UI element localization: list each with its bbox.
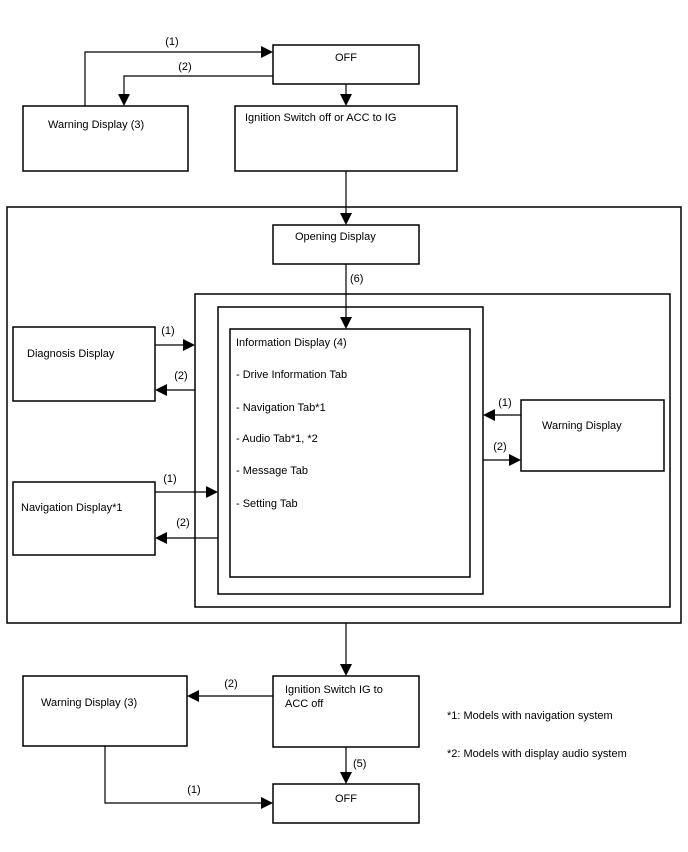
ignition-on-label: Ignition Switch off or ACC to IG [245, 112, 396, 124]
top-arrow-2-head [118, 94, 130, 106]
diag-arrow-2-head [155, 384, 167, 396]
ignition-off-label-line1: Ignition Switch IG to [285, 684, 383, 696]
warning-top-label: Warning Display (3) [48, 119, 144, 131]
info-item-drive: - Drive Information Tab [236, 369, 347, 381]
info-item-message: - Message Tab [236, 465, 308, 477]
diag-arrow-1-head [183, 339, 195, 351]
info-item-navigation: - Navigation Tab*1 [236, 402, 326, 414]
ignition-to-opening-head [340, 213, 352, 225]
ignition-off-label-line2: ACC off [285, 698, 324, 710]
frame-to-ignition-off-head [340, 664, 352, 676]
top-arrow-1-line [84, 51, 262, 106]
bottom-arrow-2-label: (2) [224, 678, 237, 690]
nav-arrow-2-head [155, 532, 167, 544]
navigation-box [12, 481, 156, 556]
top-arrow-2-label: (2) [178, 61, 191, 73]
nav-arrow-2-label: (2) [176, 517, 189, 529]
top-arrow-1-label: (1) [165, 36, 178, 48]
off-top-label: OFF [335, 52, 357, 64]
diag-arrow-2-label: (2) [174, 370, 187, 382]
ignition-off-to-off-head [340, 772, 352, 784]
note-navigation-system: *1: Models with navigation system [447, 710, 613, 722]
top-arrow-1-head [261, 46, 273, 58]
navigation-label: Navigation Display*1 [21, 502, 123, 514]
main-mode-frame [6, 206, 682, 624]
diag-arrow-1-label: (1) [161, 325, 174, 337]
middle-info-frame [217, 306, 484, 595]
info-item-setting: - Setting Tab [236, 498, 298, 510]
nav-arrow-1-label: (1) [163, 473, 176, 485]
top-arrow-2-line [123, 75, 273, 95]
warning-bottom-label: Warning Display (3) [41, 697, 137, 709]
five-label: (5) [353, 758, 366, 770]
nav-arrow-1-head [206, 486, 218, 498]
diagnosis-label: Diagnosis Display [27, 348, 115, 360]
opening-label: Opening Display [295, 231, 376, 243]
warning-bottom-box [22, 675, 188, 747]
outer-info-frame [194, 293, 671, 608]
info-item-audio: - Audio Tab*1, *2 [236, 433, 318, 445]
diagnosis-box [12, 326, 156, 402]
note-display-audio-system: *2: Models with display audio system [447, 748, 627, 760]
warn-arrow-1-label: (1) [498, 397, 511, 409]
warning-top-box [22, 105, 189, 172]
info-title: Information Display (4) [236, 337, 347, 349]
opening-to-info-head [340, 317, 352, 329]
off-to-ignition-head [340, 94, 352, 106]
off-bottom-box [272, 783, 420, 824]
off-top-box [272, 44, 420, 85]
warn-arrow-2-label: (2) [493, 441, 506, 453]
ignition-off-box [272, 675, 420, 748]
ignition-on-box [234, 105, 458, 172]
bottom-arrow-2-head [187, 690, 199, 702]
off-bottom-label: OFF [335, 793, 357, 805]
bottom-arrow-1-line [104, 746, 262, 804]
warning-right-label: Warning Display [542, 420, 622, 432]
bottom-arrow-1-label: (1) [187, 784, 200, 796]
warning-right-box [520, 399, 665, 472]
warn-arrow-1-head [483, 409, 495, 421]
warn-arrow-2-head [509, 454, 521, 466]
info-display-box [229, 328, 471, 578]
bottom-arrow-1-head [261, 797, 273, 809]
opening-box [272, 224, 420, 265]
six-label: (6) [350, 273, 363, 285]
